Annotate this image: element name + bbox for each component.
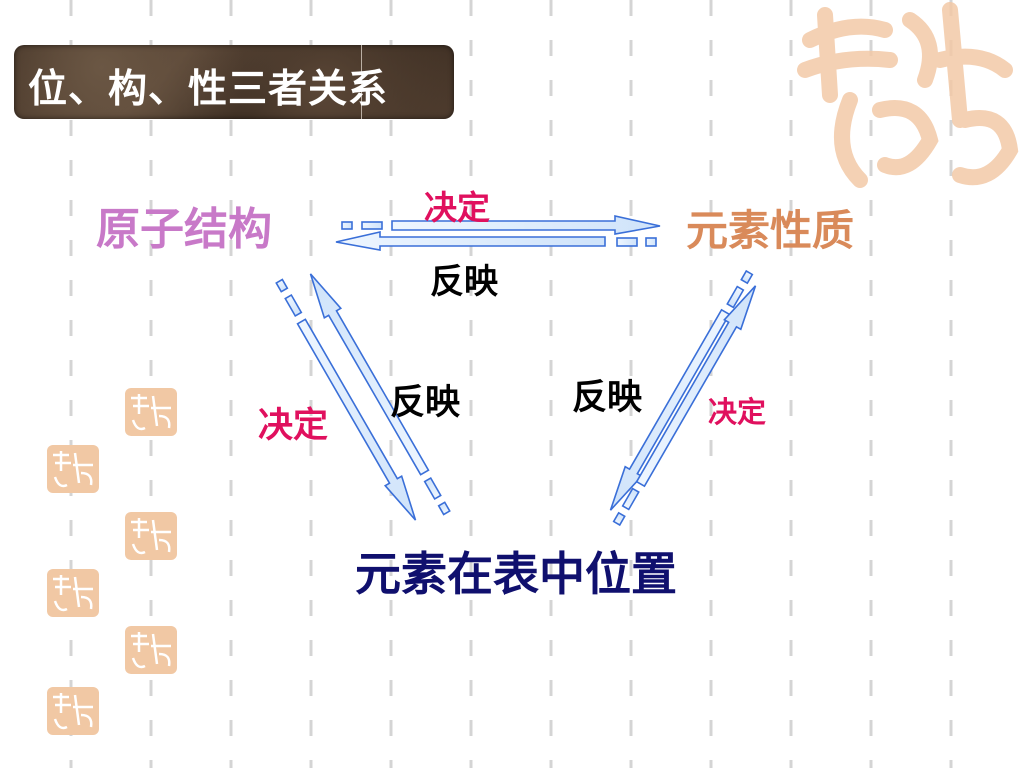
arrow-position-to-properties [612,285,757,527]
node-atomic-structure: 原子结构 [96,204,272,255]
node-element-properties: 元素性质 [686,206,855,255]
auspicious-seal-icon [47,445,99,493]
auspicious-seal-icon [47,569,99,617]
label-top-reflect: 反映 [430,262,498,302]
label-left-reflect: 反映 [390,383,461,423]
arrow-properties-to-position [609,269,754,511]
auspicious-seal-icon [797,2,1019,188]
title-banner: 位、构、性三者关系 [14,45,454,119]
arrow-position-to-structure [309,273,451,516]
node-periodic-position: 元素在表中位置 [355,547,677,601]
auspicious-seal-icon [125,626,177,674]
label-right-reflect: 反映 [572,378,643,418]
label-top-decide: 决定 [424,188,490,227]
auspicious-seal-icon [125,512,177,560]
auspicious-seal-icon [125,388,177,436]
arrow-structure-to-properties [341,215,661,235]
arrow-properties-to-structure [335,230,657,251]
banner-seam [361,45,362,119]
page-title: 位、构、性三者关系 [28,67,389,112]
label-left-decide: 决定 [258,406,329,446]
auspicious-seal-icon [47,687,99,735]
arrow-structure-to-position [275,278,417,521]
label-right-decide: 决定 [708,395,767,429]
